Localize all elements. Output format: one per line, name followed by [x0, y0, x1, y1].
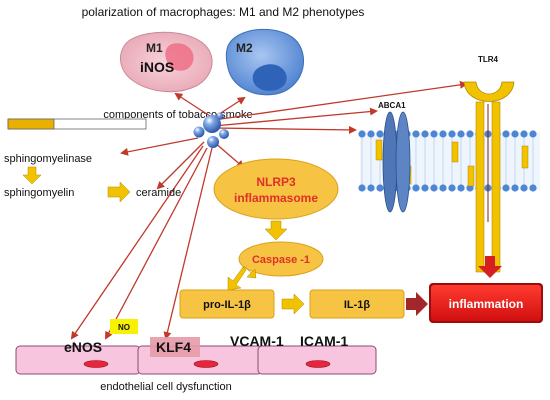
- pro-il1b-node: pro-IL-1β: [179, 289, 275, 319]
- enos-label: eNOS: [64, 339, 102, 355]
- nlrp3-inflammasome-node: NLRP3 inflammasome: [213, 158, 339, 220]
- smoke-particles: [193, 112, 229, 148]
- lipid-head: [448, 184, 456, 192]
- down-arrow-icon: [478, 256, 502, 278]
- diagonal-arrow-icon: [243, 265, 257, 279]
- il1b-node: IL-1β: [309, 289, 405, 319]
- sphingolipid-pathway: sphingomyelinase sphingomyelin ceramide: [4, 153, 181, 203]
- lipid-head: [448, 130, 456, 138]
- down-arrow-icon: [264, 220, 288, 241]
- lipid-head: [466, 130, 474, 138]
- lipid-head: [367, 184, 375, 192]
- caspase-1-node: Caspase -1: [238, 241, 324, 277]
- diagram-title: polarization of macrophages: M1 and M2 p…: [82, 5, 365, 19]
- tlr4-label: TLR4: [478, 55, 499, 64]
- lipid-head: [430, 184, 438, 192]
- right-arrow-icon: [281, 293, 305, 315]
- lipid-head: [520, 130, 528, 138]
- klf4-label: KLF4: [156, 339, 191, 355]
- m1-label: M1: [146, 41, 163, 55]
- abca1-label: ABCA1: [378, 101, 406, 110]
- lipid-head: [421, 130, 429, 138]
- lipid-head: [376, 130, 384, 138]
- cigarette-icon: [7, 118, 147, 130]
- lipid-head: [358, 130, 366, 138]
- lipid-head: [358, 184, 366, 192]
- inos-label: iNOS: [140, 59, 174, 75]
- lipid-head: [511, 130, 519, 138]
- down-left-arrow-icon: [227, 266, 247, 291]
- inflammation-label: inflammation: [449, 297, 524, 311]
- smoke-effect-arrows: [70, 80, 468, 340]
- lipid-head: [520, 184, 528, 192]
- endothelial-caption: endothelial cell dysfunction: [100, 381, 231, 393]
- pro-il1b-label: pro-IL-1β: [203, 299, 251, 311]
- cell-membrane: ABCA1 TLR4: [358, 55, 540, 273]
- lipid-head: [412, 130, 420, 138]
- nlrp3-line1: NLRP3: [256, 175, 296, 189]
- m2-macrophage: M2: [225, 28, 305, 96]
- m1-macrophage: M1 iNOS: [120, 31, 213, 93]
- lipid-head: [529, 184, 537, 192]
- m2-label: M2: [236, 41, 253, 55]
- tlr4-receptor: TLR4: [463, 55, 515, 273]
- lipid-head: [439, 130, 447, 138]
- right-arrow-icon: [107, 181, 131, 203]
- lipid-head: [529, 130, 537, 138]
- down-arrow-icon: [22, 166, 42, 185]
- nlrp3-line2: inflammasome: [234, 191, 318, 205]
- caspase-1-label: Caspase -1: [252, 254, 310, 266]
- lipid-head: [367, 130, 375, 138]
- inflammation-node: inflammation: [429, 283, 543, 323]
- no-badge: NO: [110, 319, 138, 334]
- lipid-head: [421, 184, 429, 192]
- lipid-head: [439, 184, 447, 192]
- right-arrow-icon: [406, 292, 428, 316]
- ceramide-label: ceramide: [136, 187, 181, 199]
- lipid-head: [412, 184, 420, 192]
- lipid-head: [502, 184, 510, 192]
- lipid-head: [457, 184, 465, 192]
- icam-1-label: ICAM-1: [300, 333, 348, 349]
- lipid-head: [430, 130, 438, 138]
- no-label: NO: [118, 323, 130, 332]
- endothelial-layer: [15, 337, 377, 375]
- sphingomyelin-label: sphingomyelin: [4, 187, 74, 199]
- sphingomyelinase-label: sphingomyelinase: [4, 153, 92, 165]
- il1b-label: IL-1β: [344, 299, 371, 311]
- lipid-head: [376, 184, 384, 192]
- lipid-head: [502, 130, 510, 138]
- abca1-transporter: ABCA1: [378, 101, 411, 213]
- lipid-head: [457, 130, 465, 138]
- lipid-head: [511, 184, 519, 192]
- vcam-1-label: VCAM-1: [230, 333, 284, 349]
